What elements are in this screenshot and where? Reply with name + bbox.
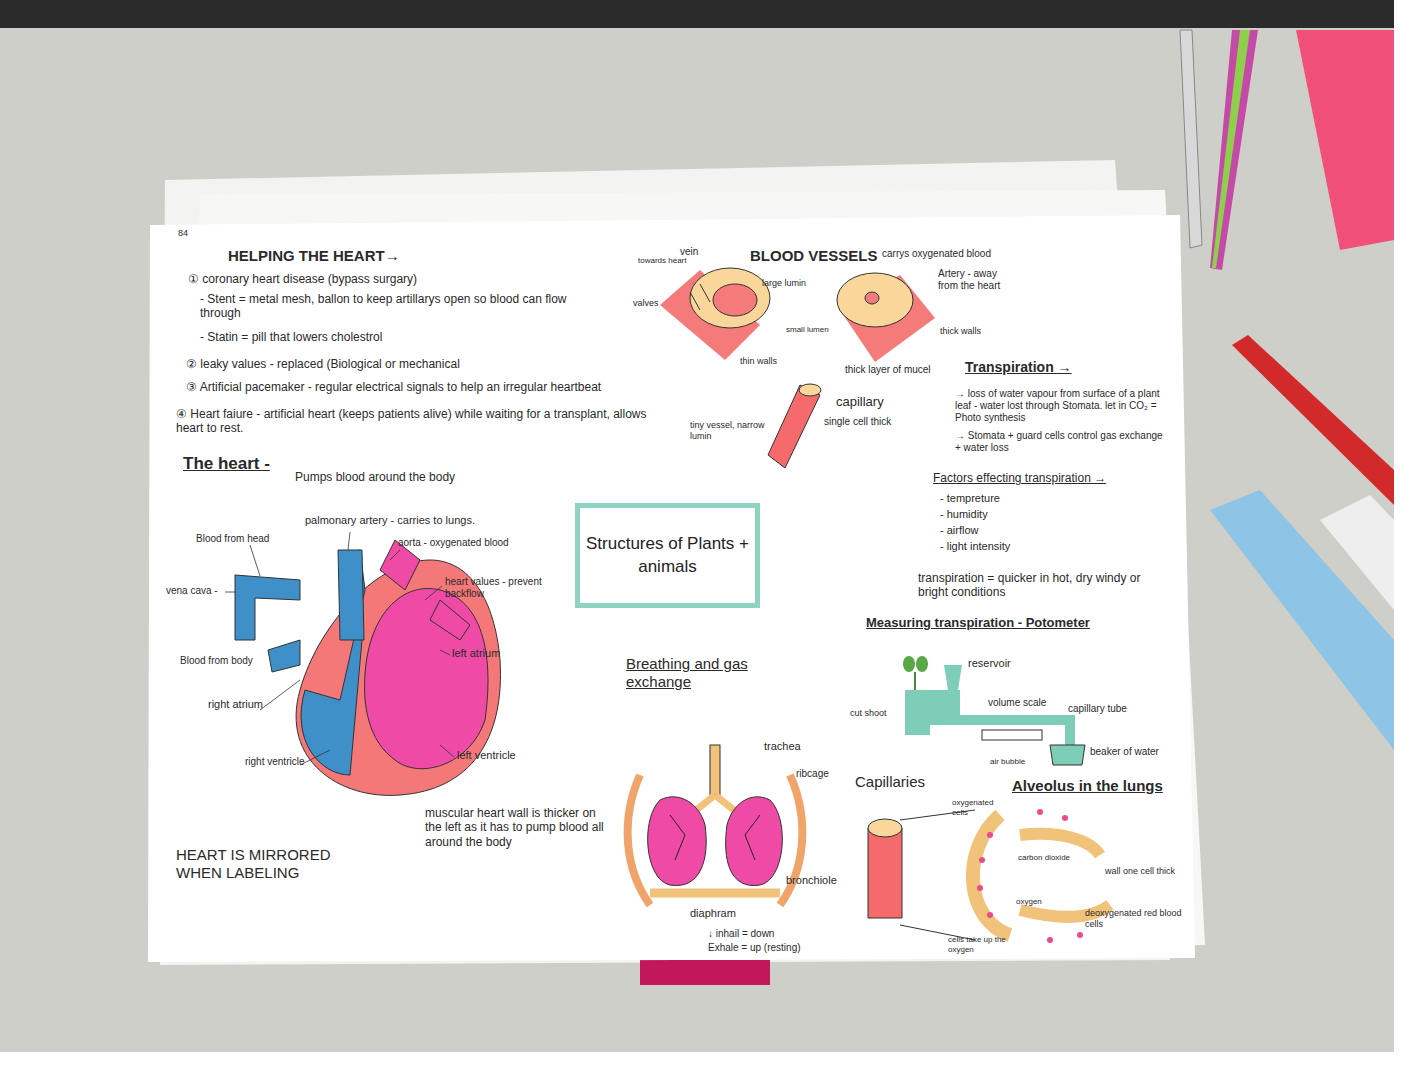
note-label: left ventricle xyxy=(457,749,516,762)
note-label: palmonary artery - carries to lungs. xyxy=(305,514,475,527)
note-label: Measuring transpiration - Potometer xyxy=(866,615,1090,631)
note-label: capillary tube xyxy=(1068,703,1127,715)
note-label: - light intensity xyxy=(940,540,1010,553)
note-label: vein xyxy=(680,246,698,258)
note-label: trachea xyxy=(764,740,801,753)
note-label: volume scale xyxy=(988,697,1046,709)
note-label: Factors effecting transpiration → xyxy=(933,471,1168,485)
note-label: diaphram xyxy=(690,907,736,920)
note-label: - Stent = metal mesh, ballon to keep art… xyxy=(200,292,600,321)
note-label: HELPING THE HEART→ xyxy=(228,247,400,265)
note-label: transpiration = quicker in hot, dry wind… xyxy=(918,571,1150,600)
note-label: towards heart xyxy=(638,256,700,266)
note-label: Transpiration → xyxy=(965,359,1072,376)
note-label: vena cava - xyxy=(166,585,218,597)
note-label: The heart - xyxy=(183,454,270,474)
note-label: small lumen xyxy=(786,325,836,335)
note-label: - Statin = pill that lowers cholestrol xyxy=(200,330,590,344)
heading-box: Structures of Plants + animals xyxy=(575,503,760,608)
note-label: - tempreture xyxy=(940,492,1000,505)
note-label: aorta - oxygenated blood xyxy=(398,537,518,549)
note-label: muscular heart wall is thicker on the le… xyxy=(425,806,610,849)
note-label: air bubble xyxy=(990,757,1025,767)
note-label: Blood from head xyxy=(196,533,269,545)
note-label: cells take up the oxygen xyxy=(948,935,1018,954)
note-label: HEART IS MIRRORED WHEN LABELING xyxy=(176,846,366,882)
note-label: Capillaries xyxy=(855,773,925,791)
note-label: left atrium xyxy=(452,647,500,660)
note-label: heart values - prevent backflow xyxy=(445,576,575,600)
note-label: thick layer of mucel xyxy=(845,364,931,376)
note-label: carrys oxygenated blood xyxy=(882,248,991,260)
note-label: Breathing and gas exchange xyxy=(626,655,776,691)
note-label: Blood from body xyxy=(180,655,253,667)
note-label: ② leaky values - replaced (Biological or… xyxy=(186,357,616,371)
heading-text: Structures of Plants + animals xyxy=(580,533,755,577)
note-label: ④ Heart faiure - artificial heart (keeps… xyxy=(176,407,676,436)
note-label: ribcage xyxy=(796,768,829,780)
note-label: → Stomata + guard cells control gas exch… xyxy=(955,430,1170,454)
note-label: single cell thick xyxy=(824,416,899,428)
note-label: BLOOD VESSELS xyxy=(750,247,878,265)
note-label: beaker of water xyxy=(1090,746,1159,758)
note-label: Alveolus in the lungs xyxy=(1012,777,1163,795)
note-label: Artery - away from the heart xyxy=(938,268,1010,292)
note-label: thick walls xyxy=(940,326,981,337)
note-label: thin walls xyxy=(740,356,777,367)
note-label: bronchiole xyxy=(786,874,837,887)
note-label: capillary xyxy=(836,394,884,410)
note-label: oxygenated cells xyxy=(952,798,1010,817)
note-label: tiny vessel, narrow lumin xyxy=(690,420,770,442)
note-label: large lumin xyxy=(762,278,806,289)
note-label: wall one cell thick xyxy=(1105,866,1177,877)
note-label: deoxygenated red blood cells xyxy=(1085,908,1185,930)
note-label: carbon dioxide xyxy=(1018,853,1070,863)
note-label: → loss of water vapour from surface of a… xyxy=(955,388,1170,424)
note-label: - airflow xyxy=(940,524,979,537)
note-label: valves xyxy=(633,298,659,309)
note-label: Exhale = up (resting) xyxy=(708,942,801,954)
note-label: Pumps blood around the body xyxy=(295,470,455,484)
note-label: right atrium xyxy=(208,698,263,711)
note-label: cut shoot xyxy=(850,708,887,719)
note-label: oxygen xyxy=(1016,897,1042,907)
note-label: ① coronary heart disease (bypass surgary… xyxy=(188,272,618,286)
note-label: ↓ inhail = down xyxy=(708,928,774,940)
note-label: ③ Artificial pacemaker - regular electri… xyxy=(186,380,731,394)
note-label: 84 xyxy=(178,228,188,239)
note-label: reservoir xyxy=(968,657,1011,670)
note-label: - humidity xyxy=(940,508,988,521)
note-label: right ventricle xyxy=(245,756,315,768)
